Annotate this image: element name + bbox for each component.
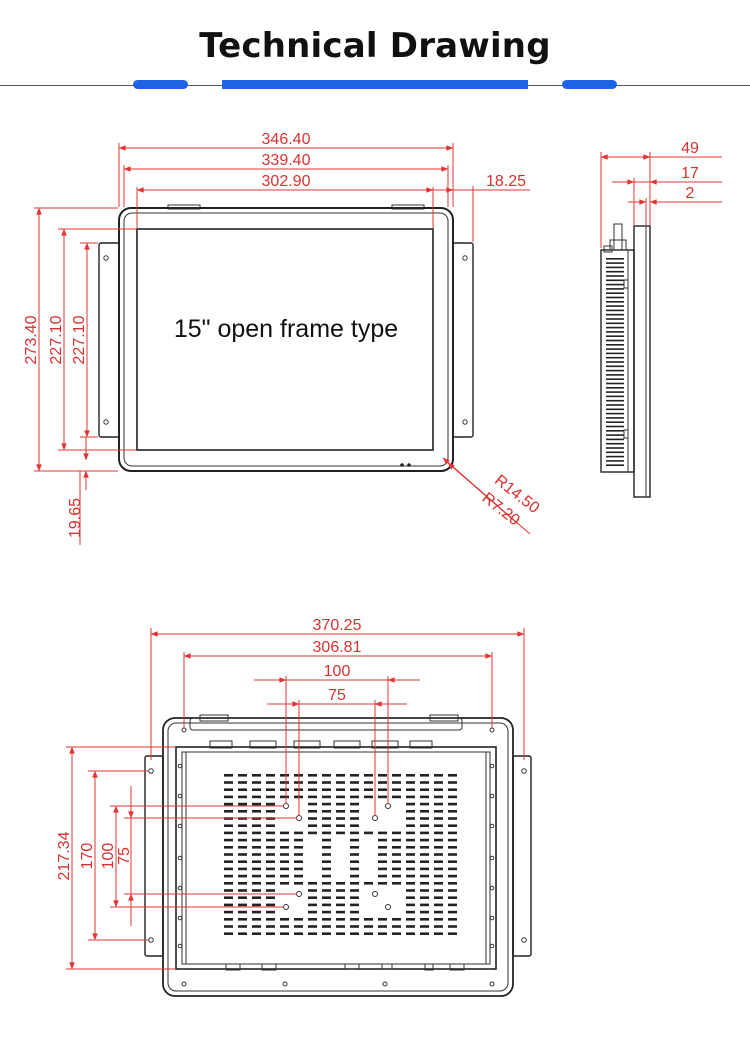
back-dim-height-170: 170 <box>79 843 96 870</box>
front-view-label: 15" open frame type <box>174 315 398 343</box>
dim-depth-glass: 2 <box>686 185 695 202</box>
back-dim-vesa-100-w: 100 <box>324 663 351 680</box>
dim-height-overall: 273.40 <box>23 315 40 364</box>
back-dim-vesa-75-h: 75 <box>116 847 133 865</box>
front-view: 15" open frame type <box>98 204 474 472</box>
back-dim-height-overall: 217.34 <box>56 831 73 880</box>
back-view-dimensions: 370.25 306.81 100 75 217.34 170 100 <box>56 617 525 970</box>
dim-width-overall: 346.40 <box>262 131 311 148</box>
dim-height-a: 227.10 <box>48 315 65 364</box>
title-underline <box>0 80 750 89</box>
dim-width-bezel: 339.40 <box>262 152 311 169</box>
back-view <box>144 714 532 997</box>
dim-depth-total: 49 <box>681 140 699 157</box>
back-dim-vesa-75-w: 75 <box>328 687 346 704</box>
dim-bracket-offset: 18.25 <box>486 173 526 190</box>
back-dim-width-mount: 306.81 <box>313 639 362 656</box>
dim-height-b: 227.10 <box>71 315 88 364</box>
page-title: Technical Drawing <box>199 26 551 66</box>
back-dim-width-overall: 370.25 <box>313 617 362 634</box>
dim-width-screen: 302.90 <box>262 173 311 190</box>
dim-bottom-offset: 19.65 <box>67 498 84 538</box>
front-view-dimensions: 346.40 339.40 302.90 18.25 273.40 227.10… <box>23 131 542 545</box>
dim-depth-frame: 17 <box>681 165 699 182</box>
side-view <box>600 223 651 498</box>
side-view-dimensions: 49 17 2 <box>600 140 722 248</box>
back-dim-vesa-100-h: 100 <box>100 843 117 870</box>
